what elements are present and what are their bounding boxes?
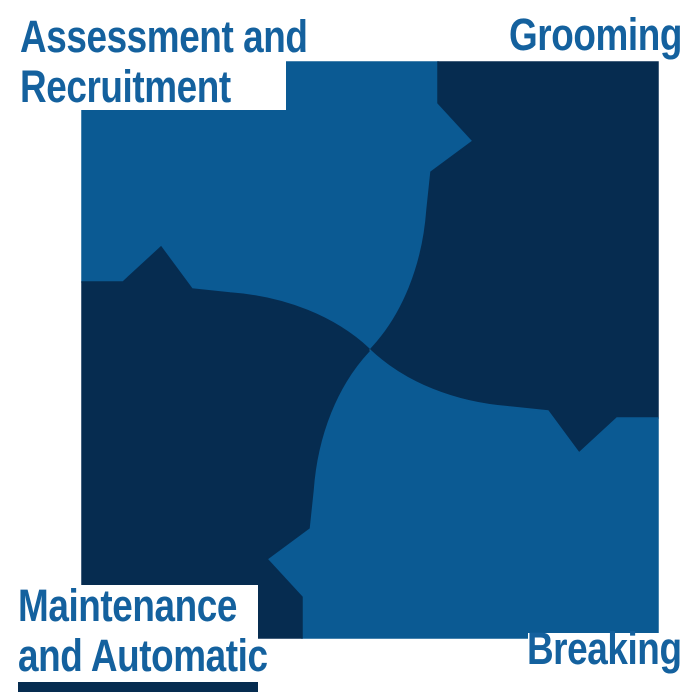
label-assessment-recruitment: Assessment and Recruitment	[20, 12, 371, 112]
label-text-block: Breaking	[527, 624, 682, 674]
label-mask-bottom-right	[528, 633, 700, 700]
label-line: Assessment and	[20, 11, 308, 62]
label-mask-bottom-left	[0, 585, 258, 682]
label-breaking: Breaking	[493, 624, 682, 674]
label-grooming: Grooming	[471, 10, 682, 60]
label-line: and Automatic	[18, 630, 268, 681]
label-mask-top-left	[0, 0, 286, 110]
label-maintenance-automatic: Maintenance and Automatic	[18, 581, 322, 681]
label-text-block: Assessment and Recruitment	[20, 12, 308, 112]
label-line: Recruitment	[20, 61, 231, 112]
label-underline-bar	[18, 682, 258, 692]
label-line: Breaking	[527, 623, 682, 674]
label-text-block: Grooming	[509, 10, 682, 60]
label-line: Maintenance	[18, 580, 238, 631]
label-text-block: Maintenance and Automatic	[18, 581, 268, 681]
cycle-arm-bottom-left	[81, 245, 370, 639]
label-line: Grooming	[508, 9, 682, 60]
